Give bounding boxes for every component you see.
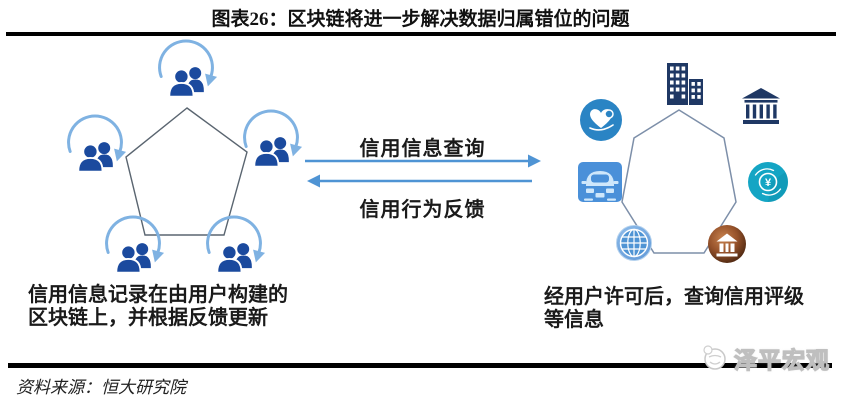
bronze-bank-icon	[708, 225, 746, 263]
zeping-macro-logo-icon	[703, 345, 726, 370]
bank-building-icon	[742, 88, 780, 124]
flow-arrows	[305, 154, 541, 188]
institution-network: ¥	[578, 63, 788, 263]
query-flow-label: 信用信息查询	[359, 138, 486, 160]
left-caption-line2: 区块链上，并根据反馈更新	[28, 307, 268, 329]
figure-title: 图表26：区块链将进一步解决数据归属错位的问题	[211, 9, 630, 30]
payment-currency-icon: ¥	[748, 162, 788, 202]
right-caption-line1: 经用户许可后，查询信用评级	[544, 286, 804, 308]
watermark-text: 泽平宏观	[733, 346, 830, 373]
feedback-flow-label: 信用行为反馈	[359, 199, 486, 221]
watermark: 泽平宏观	[700, 341, 830, 375]
user-group-node-right	[243, 109, 304, 169]
heptagon-outline	[621, 109, 737, 254]
query-arrow-head	[528, 154, 541, 168]
globe-icon	[616, 225, 652, 261]
source-note: 资料来源：恒大研究院	[16, 378, 186, 397]
feedback-arrow-head	[307, 174, 320, 188]
title-divider	[6, 32, 836, 36]
office-building-icon	[667, 63, 703, 105]
left-caption: 信用信息记录在由用户构建的 区块链上，并根据反馈更新	[28, 284, 328, 330]
yuan-symbol: ¥	[765, 177, 772, 189]
user-group-node-bottom-left	[105, 215, 166, 275]
user-group-node-top	[158, 39, 219, 99]
heart-care-icon	[580, 99, 622, 141]
right-caption: 经用户许可后，查询信用评级 等信息	[544, 286, 841, 332]
left-caption-line1: 信用信息记录在由用户构建的	[28, 284, 288, 306]
user-group-node-bottom-right	[206, 215, 267, 275]
pentagon-outline	[125, 107, 248, 236]
user-group-node-left	[67, 114, 128, 174]
car-icon	[578, 162, 622, 202]
right-caption-line2: 等信息	[544, 309, 604, 331]
user-blockchain-network	[67, 39, 304, 275]
footer-divider	[8, 363, 832, 368]
